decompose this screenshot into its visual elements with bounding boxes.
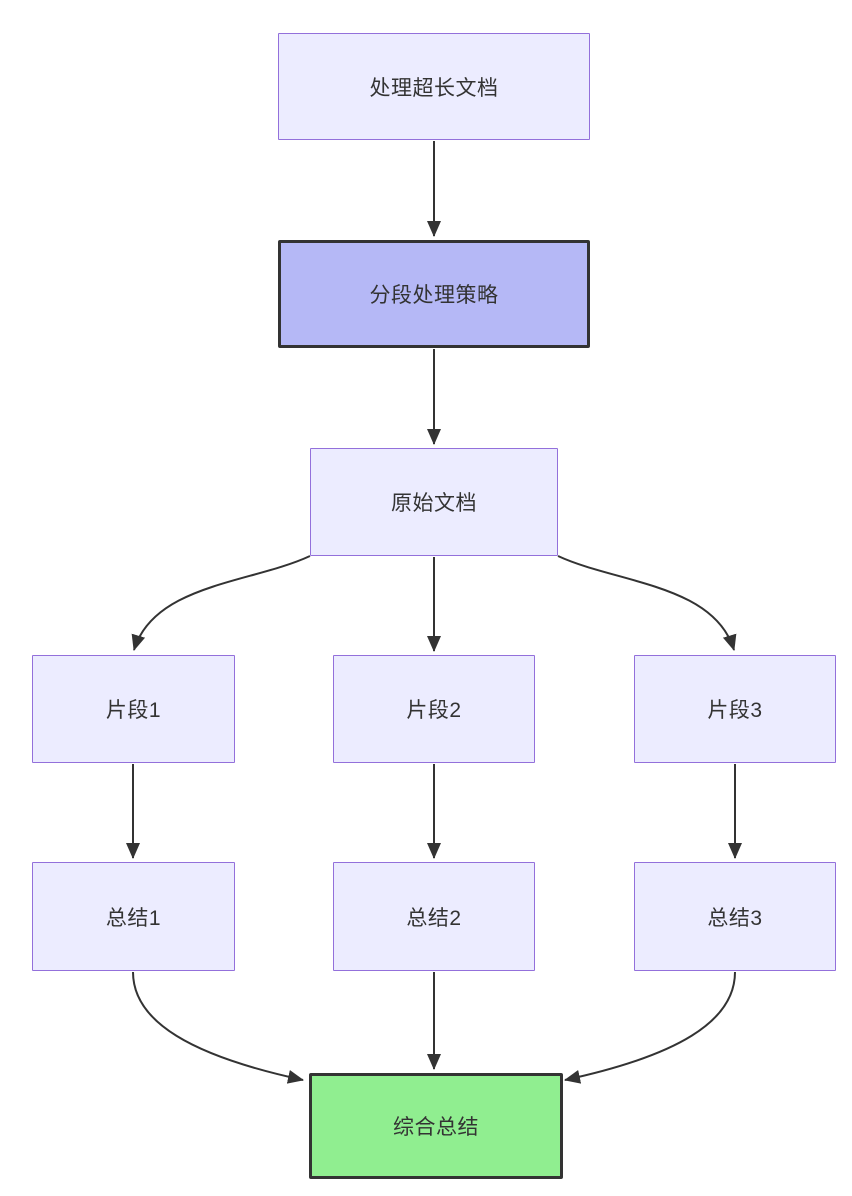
edge-original-to-fragment1 bbox=[131, 555, 311, 651]
node-summary1-label: 总结1 bbox=[105, 906, 162, 930]
node-summary3-label: 总结3 bbox=[707, 906, 763, 930]
edge-summary3-to-final bbox=[564, 971, 736, 1084]
node-final-summary-label: 综合总结 bbox=[393, 1116, 479, 1139]
node-process-long-doc-label: 处理超长文档 bbox=[369, 76, 499, 100]
node-segment-strategy-label: 分段处理策略 bbox=[369, 284, 499, 307]
node-fragment3-label: 片段3 bbox=[707, 699, 763, 722]
node-summary1: 总结1 bbox=[32, 862, 235, 971]
node-fragment2-label: 片段2 bbox=[406, 699, 462, 722]
node-fragment2: 片段2 bbox=[333, 655, 535, 763]
node-summary2-label: 总结2 bbox=[406, 906, 462, 930]
node-fragment3: 片段3 bbox=[634, 655, 836, 763]
node-final-summary: 综合总结 bbox=[309, 1073, 563, 1179]
node-original-doc-label: 原始文档 bbox=[391, 492, 477, 515]
edge-summary1-to-final bbox=[132, 971, 304, 1084]
node-process-long-doc: 处理超长文档 bbox=[278, 33, 590, 140]
node-original-doc: 原始文档 bbox=[310, 448, 558, 556]
node-summary3: 总结3 bbox=[634, 862, 836, 971]
node-segment-strategy: 分段处理策略 bbox=[278, 240, 590, 348]
node-fragment1-label: 片段1 bbox=[105, 699, 162, 722]
node-summary2: 总结2 bbox=[333, 862, 535, 971]
edge-original-to-fragment3 bbox=[557, 555, 737, 651]
node-fragment1: 片段1 bbox=[32, 655, 235, 763]
